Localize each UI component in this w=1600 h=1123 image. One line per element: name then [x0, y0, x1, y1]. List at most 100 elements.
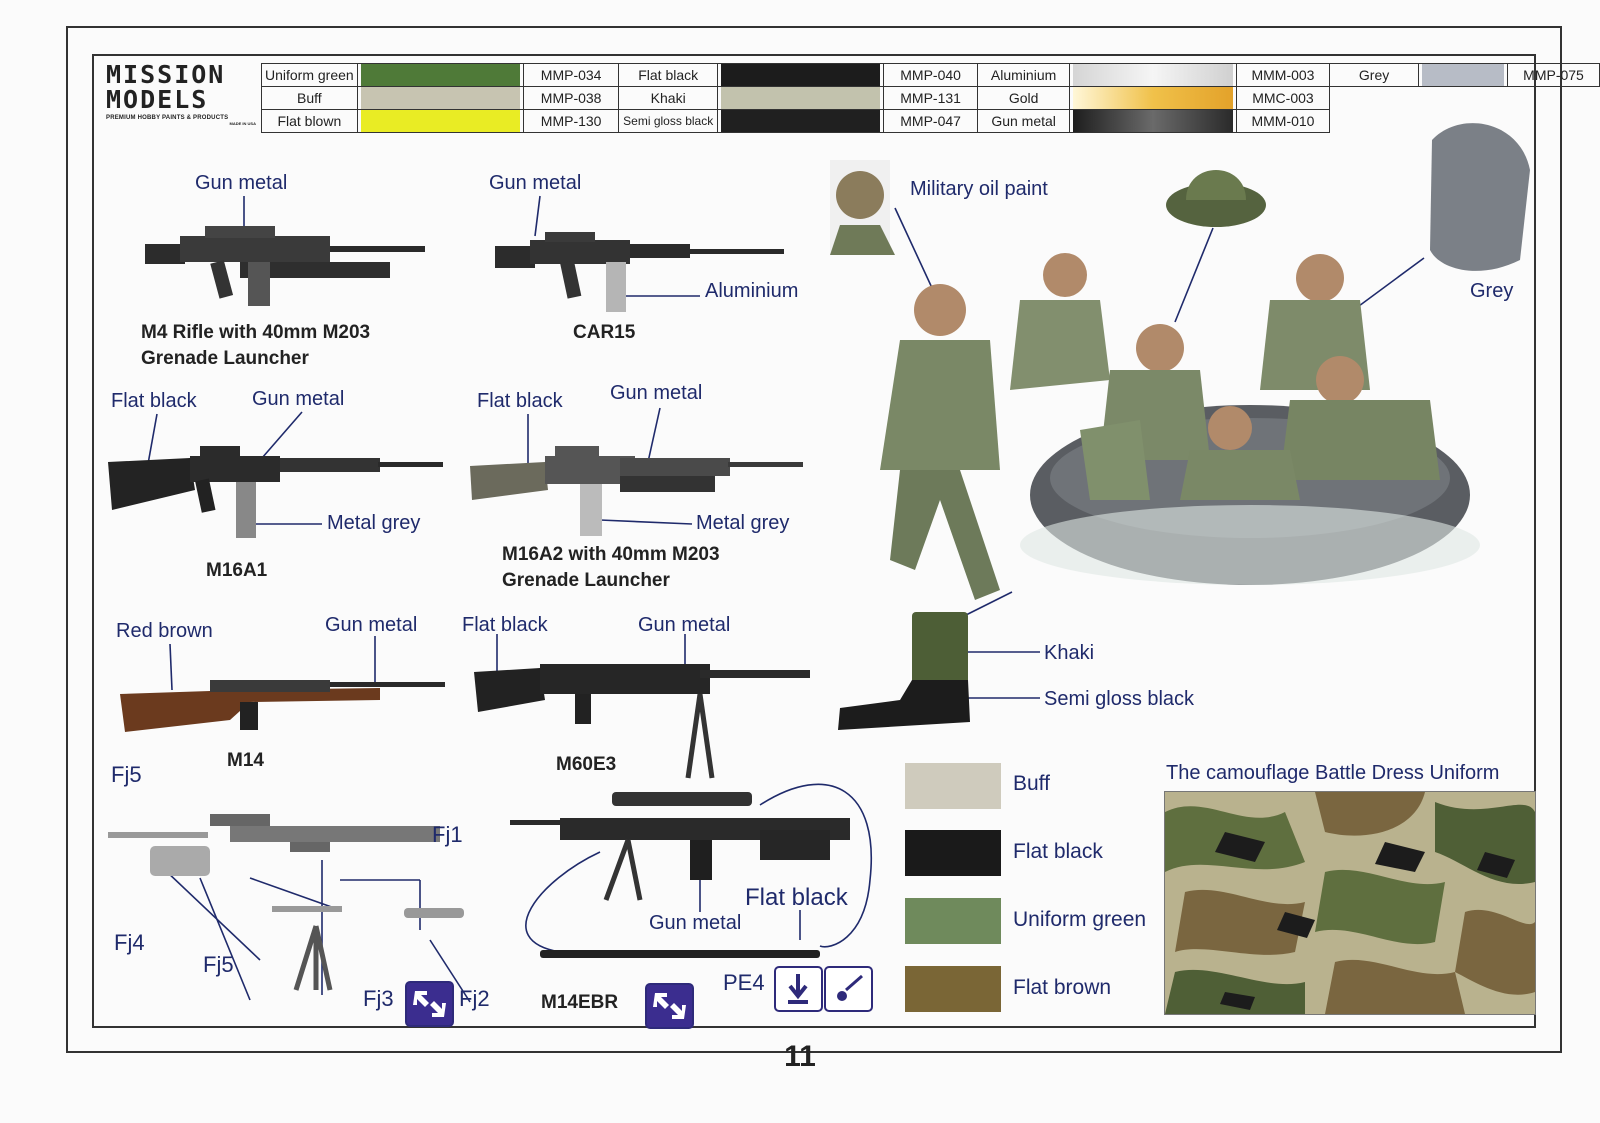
m16a1-flat-black-label: Flat black	[111, 390, 197, 412]
m14-illustration	[120, 680, 445, 732]
palette-name: Flat black	[618, 63, 719, 87]
m16a2-m203-illustration	[470, 446, 803, 536]
part-pe4: PE4	[723, 970, 765, 995]
part-fj3: Fj3	[363, 986, 394, 1011]
palette-name: Grey	[1329, 63, 1419, 87]
m14-gun-metal-label: Gun metal	[325, 614, 418, 636]
palette-code: MMC-003	[1235, 86, 1331, 110]
palette-code: MMP-047	[883, 109, 978, 133]
m4-caption-line-2: Grenade Launcher	[141, 348, 309, 369]
uniform-swatch-uniform-green	[905, 898, 1001, 944]
swatch-fill	[1421, 64, 1505, 86]
m60-gun-metal-label: Gun metal	[638, 614, 731, 636]
palette-swatch	[1069, 109, 1237, 133]
face-portrait-illustration	[830, 160, 895, 255]
palette-code: MMP-038	[522, 86, 620, 110]
m14-ebr-exploded-illustration	[108, 814, 464, 991]
bend-down-arrow-icon	[774, 966, 823, 1012]
boonie-hat-illustration	[1166, 170, 1266, 227]
palette-swatch	[356, 109, 524, 133]
palette-name: Gold	[976, 86, 1071, 110]
m16a2-caption: M16A2 with 40mm M203 Grenade Launcher	[502, 542, 720, 594]
logo-tagline: PREMIUM HOBBY PAINTS & PRODUCTS	[106, 115, 229, 121]
swatch-fill	[360, 87, 520, 109]
palette-code: MMP-040	[883, 63, 978, 87]
palette-swatch	[717, 109, 885, 133]
glue-drop-icon	[824, 966, 873, 1012]
palette-code: MMM-010	[1235, 109, 1331, 133]
part-fj5-top: Fj5	[111, 762, 142, 787]
palette-row: Buff MMP-038 Khaki MMP-131 Gold MMC-003	[261, 86, 1600, 110]
uniform-swatch-label: Buff	[1013, 772, 1050, 795]
khaki-label: Khaki	[1044, 642, 1095, 664]
fold-arrows-icon	[405, 981, 454, 1027]
part-fj1: Fj1	[432, 822, 463, 847]
m16a2-metal-grey-label: Metal grey	[696, 512, 790, 534]
car15-caption: CAR15	[573, 322, 636, 343]
page-inner-frame	[92, 54, 1536, 1028]
swatch-fill	[721, 87, 881, 109]
logo-line-2: MODELS	[106, 85, 209, 114]
uniform-swatch-flat-black	[905, 830, 1001, 876]
palette-row: Flat blown MMP-130 Semi gloss black MMP-…	[261, 109, 1600, 133]
palette-name: Semi gloss black	[618, 109, 719, 133]
semi-gloss-black-label: Semi gloss black	[1044, 688, 1195, 710]
palette-swatch	[1417, 63, 1509, 87]
palette-swatch	[356, 63, 524, 87]
jungle-boot-illustration	[838, 612, 970, 730]
swatch-fill	[721, 64, 881, 86]
palette-swatch	[717, 63, 885, 87]
m4-rifle-illustration	[145, 226, 425, 306]
palette-swatch	[1069, 86, 1237, 110]
page-number: 11	[784, 1040, 816, 1073]
ebr-flat-black-label: Flat black	[745, 884, 848, 911]
mission-models-logo: MISSION MODELS PREMIUM HOBBY PAINTS & PR…	[106, 62, 256, 126]
m14-red-brown-label: Red brown	[116, 620, 213, 642]
fold-arrows-icon	[645, 983, 694, 1029]
m16a1-illustration	[108, 446, 443, 538]
palette-code: MMP-130	[522, 109, 620, 133]
m14-ebr-illustration	[510, 792, 850, 958]
grey-label: Grey	[1470, 280, 1514, 302]
soldiers-in-boat-illustration	[880, 253, 1480, 600]
camouflage-fabric-photo	[1164, 791, 1536, 1015]
m4-caption: M4 Rifle with 40mm M203 Grenade Launcher	[141, 320, 370, 372]
logo-made-in: MADE IN USA	[229, 121, 256, 126]
uniform-swatch-label: Uniform green	[1013, 908, 1147, 931]
m4-gun-metal-label: Gun metal	[195, 172, 288, 194]
palette-code: MMP-034	[522, 63, 620, 87]
paint-palette-table: Uniform green MMP-034 Flat black MMP-040…	[261, 63, 1600, 133]
uniform-swatch-flat-brown	[905, 966, 1001, 1012]
m4-caption-line-1: M4 Rifle with 40mm M203	[141, 322, 371, 343]
palette-code: MMM-003	[1235, 63, 1331, 87]
palette-swatch	[717, 86, 885, 110]
grey-bag-illustration	[1430, 123, 1530, 271]
m16a2-gun-metal-label: Gun metal	[610, 382, 703, 404]
m60e3-caption: M60E3	[556, 754, 617, 775]
m16a2-caption-line-2: Grenade Launcher	[502, 570, 670, 591]
palette-swatch	[356, 86, 524, 110]
car15-illustration	[495, 232, 784, 312]
uniform-swatch-buff	[905, 763, 1001, 809]
m16a1-metal-grey-label: Metal grey	[327, 512, 421, 534]
uniform-swatch-label: Flat brown	[1013, 976, 1112, 999]
m60e3-illustration	[474, 664, 810, 779]
ebr-gun-metal-label: Gun metal	[649, 912, 742, 934]
swatch-fill	[1073, 87, 1233, 109]
swatch-fill	[721, 110, 881, 132]
part-fj2: Fj2	[459, 986, 490, 1011]
swatch-fill	[1073, 64, 1233, 86]
page-outer-frame	[66, 26, 1562, 1053]
part-fj5-bottom: Fj5	[203, 952, 234, 977]
m16a1-caption: M16A1	[206, 560, 268, 581]
swatch-fill	[360, 110, 520, 132]
m16a2-caption-line-1: M16A2 with 40mm M203	[502, 544, 720, 565]
m60-flat-black-label: Flat black	[462, 614, 548, 636]
car15-gun-metal-label: Gun metal	[489, 172, 582, 194]
palette-name: Flat blown	[261, 109, 358, 133]
swatch-fill	[360, 64, 520, 86]
m14ebr-caption: M14EBR	[541, 992, 619, 1013]
swatch-fill	[1073, 110, 1233, 132]
m16a2-flat-black-label: Flat black	[477, 390, 563, 412]
